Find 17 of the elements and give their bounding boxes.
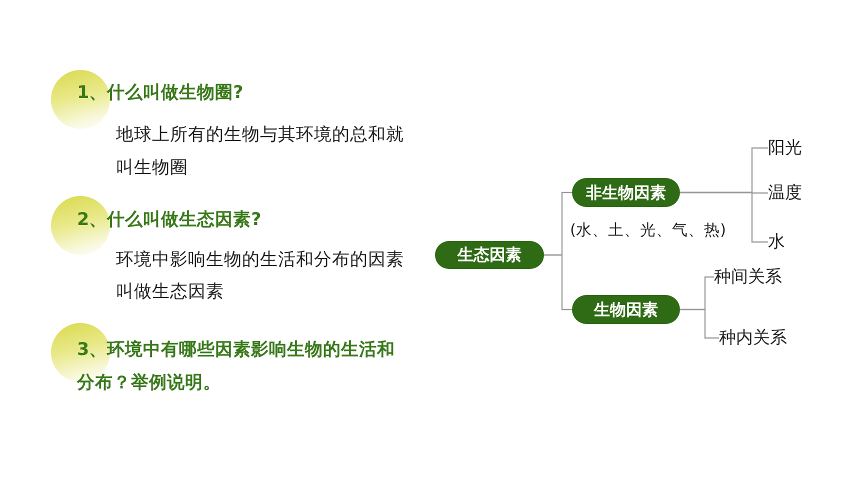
category-pill: 生态因素 [435, 241, 544, 269]
category-pill: 生物因素 [572, 295, 680, 324]
answer-text: 地球上所有的生物与其环境的总和就叫生物圈 [116, 124, 405, 180]
bracket-line [544, 254, 572, 310]
question-heading: 1、什么叫做生物圈? [77, 82, 244, 105]
category-pill: 非生物因素 [572, 178, 680, 207]
bracket-line [680, 308, 719, 339]
answer-text: 环境中影响生物的生活和分布的因素叫做生态因素 [116, 249, 405, 304]
bracket-line [680, 192, 768, 243]
factor-text: 种内关系 [719, 326, 787, 350]
note-text: (水、土、光、气、热) [570, 220, 726, 241]
factor-text: 阳光 [768, 136, 802, 160]
question-heading: 2、什么叫做生态因素? [77, 209, 262, 232]
factor-text: 水 [768, 230, 785, 254]
factor-text: 温度 [768, 181, 802, 205]
question-heading: 3、环境中有哪些因素影响生物的生活和分布？举例说明。 [77, 338, 396, 395]
factor-text: 种间关系 [714, 265, 782, 289]
